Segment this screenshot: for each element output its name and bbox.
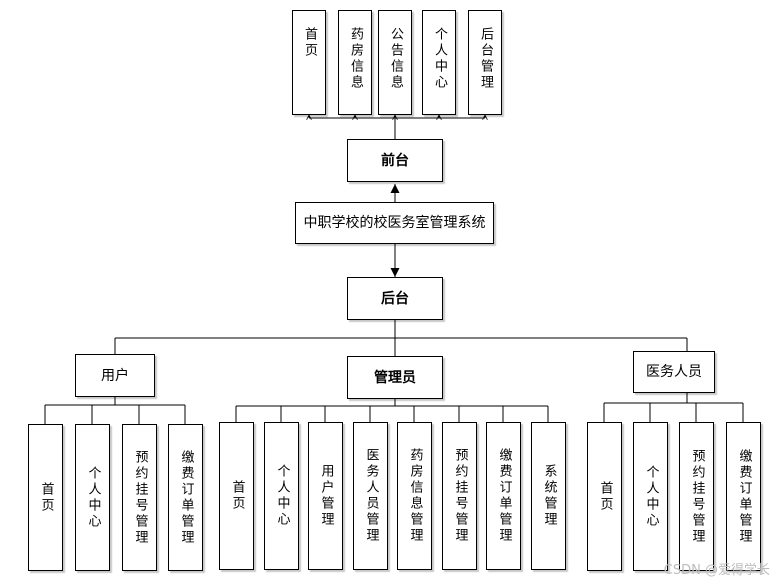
frontend-node: 前台 [347, 139, 443, 182]
system-root-node: 中职学校的校医务室管理系统 [295, 202, 494, 244]
admin-item-payment-order-mgmt: 缴费订单管理 [486, 422, 521, 570]
staff-item-home: 首页 [587, 422, 622, 571]
admin-item-medical-staff-mgmt: 医务人员管理 [353, 422, 388, 570]
item-label: 预约挂号管理 [689, 448, 705, 545]
front-item-label: 药房信息 [348, 27, 363, 91]
front-item-admin-entry: 后台管理 [468, 10, 502, 115]
staff-item-payment-order-mgmt: 缴费订单管理 [726, 422, 761, 571]
front-item-label: 首页 [302, 27, 317, 59]
role-admin-node: 管理员 [347, 356, 443, 399]
backend-label: 后台 [381, 290, 409, 307]
admin-item-personal-center: 个人中心 [264, 422, 299, 570]
admin-item-appointment-mgmt: 预约挂号管理 [442, 422, 477, 570]
front-item-pharmacy-info: 药房信息 [338, 10, 372, 115]
item-label: 首页 [229, 480, 245, 512]
item-label: 首页 [38, 481, 54, 514]
staff-item-personal-center: 个人中心 [633, 422, 668, 571]
user-item-personal-center: 个人中心 [75, 424, 110, 571]
item-label: 药房信息管理 [407, 448, 423, 544]
item-label: 个人中心 [643, 464, 659, 529]
item-label: 首页 [597, 480, 613, 513]
item-label: 个人中心 [274, 464, 290, 528]
user-item-payment-order-mgmt: 缴费订单管理 [168, 424, 203, 571]
role-label: 医务人员 [646, 364, 702, 380]
item-label: 缴费订单管理 [178, 449, 194, 546]
item-label: 医务人员管理 [363, 448, 379, 544]
front-item-home: 首页 [292, 10, 326, 115]
item-label: 用户管理 [318, 464, 334, 528]
item-label: 预约挂号管理 [452, 448, 468, 544]
front-item-personal-center: 个人中心 [422, 10, 456, 115]
front-item-label: 公告信息 [388, 27, 403, 91]
user-item-appointment-mgmt: 预约挂号管理 [122, 424, 157, 571]
role-label: 用户 [101, 367, 129, 384]
admin-item-home: 首页 [219, 422, 254, 570]
front-item-label: 后台管理 [478, 27, 493, 91]
watermark: CSDN @爱得学长 [663, 563, 770, 578]
role-label: 管理员 [374, 369, 416, 386]
role-user-node: 用户 [75, 354, 155, 397]
admin-item-pharmacy-info-mgmt: 药房信息管理 [397, 422, 432, 570]
admin-item-user-mgmt: 用户管理 [308, 422, 343, 570]
item-label: 预约挂号管理 [132, 449, 148, 546]
user-item-home: 首页 [28, 424, 63, 571]
item-label: 系统管理 [541, 464, 557, 528]
system-name: 中职学校的校医务室管理系统 [303, 215, 486, 231]
front-item-announcements: 公告信息 [378, 10, 412, 115]
frontend-label: 前台 [381, 152, 409, 169]
front-item-label: 个人中心 [432, 27, 447, 91]
item-label: 缴费订单管理 [496, 448, 512, 544]
role-medical-staff-node: 医务人员 [633, 351, 715, 393]
item-label: 缴费订单管理 [736, 448, 752, 545]
staff-item-appointment-mgmt: 预约挂号管理 [679, 422, 714, 571]
item-label: 个人中心 [85, 465, 101, 530]
admin-item-system-mgmt: 系统管理 [531, 422, 566, 570]
backend-node: 后台 [347, 277, 443, 320]
